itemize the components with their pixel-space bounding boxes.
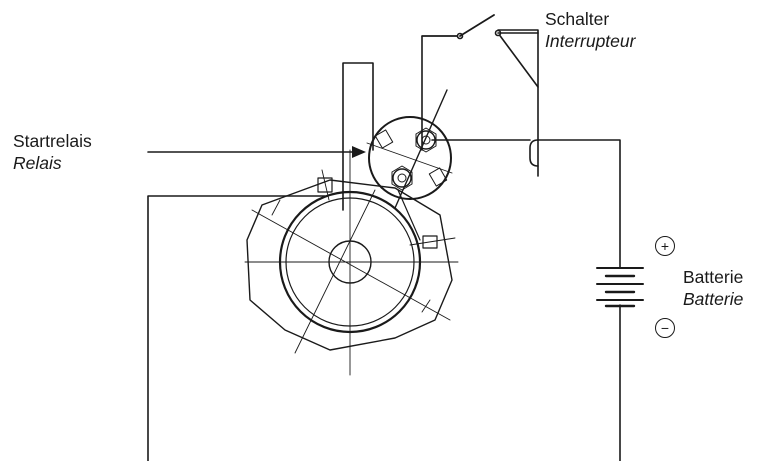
battery-minus-symbol: − xyxy=(655,318,675,338)
relay-pointer-arrow xyxy=(147,146,366,158)
switch-label-de: Schalter xyxy=(545,9,610,29)
starter-motor xyxy=(244,149,459,376)
relay-label: Startrelais Relais xyxy=(13,130,92,174)
battery-label: Batterie Batterie xyxy=(683,266,743,310)
battery-label-de: Batterie xyxy=(683,267,744,287)
switch-label: Schalter Interrupteur xyxy=(545,8,635,52)
relay-label-fr: Relais xyxy=(13,153,62,173)
start-relay xyxy=(366,89,453,209)
battery-symbol xyxy=(596,267,644,308)
switch-symbol xyxy=(421,14,539,40)
battery-label-fr: Batterie xyxy=(683,289,744,309)
switch-label-fr: Interrupteur xyxy=(545,31,636,51)
circuit-wiring xyxy=(147,29,621,461)
battery-plus-symbol: + xyxy=(655,236,675,256)
relay-label-de: Startrelais xyxy=(13,131,92,151)
